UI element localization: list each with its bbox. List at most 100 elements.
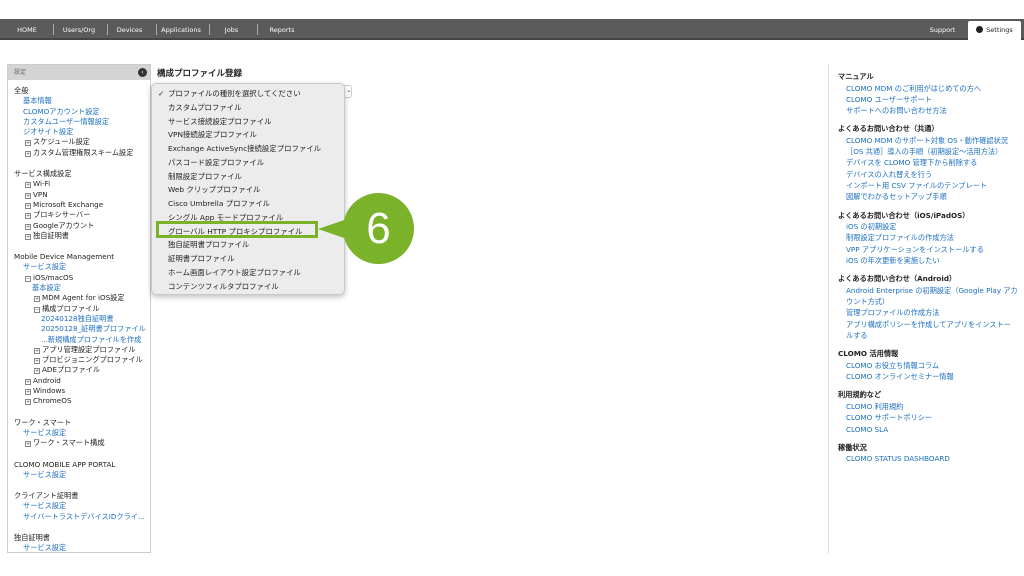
dropdown-option[interactable]: Cisco Umbrella プロファイル [152, 197, 344, 211]
sidebar-item[interactable]: −構成プロファイル [14, 304, 150, 314]
dropdown-option[interactable]: VPN接続設定プロファイル [152, 128, 344, 142]
nav-settings-tab[interactable]: Settings [968, 21, 1021, 42]
expand-icon[interactable]: + [25, 378, 31, 385]
chevron-down-icon[interactable]: ⌄ [346, 87, 352, 94]
dropdown-option[interactable]: コンテンツフィルタプロファイル [152, 280, 344, 294]
help-link[interactable]: Android Enterprise の初期設定（Google Play アカウ… [846, 285, 1018, 307]
option-label: 制限設定プロファイル [168, 171, 242, 181]
help-link[interactable]: 管理プロファイルの作成方法 [846, 308, 940, 318]
dropdown-option[interactable]: 制限設定プロファイル [152, 170, 344, 184]
expand-icon[interactable]: + [34, 296, 40, 303]
expand-icon[interactable]: + [25, 223, 31, 230]
expand-icon[interactable]: + [25, 233, 31, 240]
expand-icon[interactable]: + [25, 182, 31, 189]
sidebar-item[interactable]: サービス設定 [14, 262, 150, 272]
sidebar-item[interactable]: +プロビジョニングプロファイル [14, 355, 150, 365]
dropdown-option[interactable]: ホーム画面レイアウト設定プロファイル [152, 266, 344, 280]
expand-icon[interactable]: + [34, 358, 40, 365]
help-link[interactable]: CLOMO オンラインセミナー情報 [846, 372, 954, 382]
sidebar-item[interactable]: +ワーク・スマート構成 [14, 438, 150, 448]
help-link[interactable]: CLOMO ユーザーサポート [846, 94, 932, 104]
expand-icon[interactable]: + [25, 399, 31, 406]
help-link[interactable]: iOS の初期設定 [846, 222, 897, 232]
sidebar-item[interactable]: 20240128独自証明書 [14, 314, 150, 324]
expand-icon[interactable]: + [25, 202, 31, 209]
help-section-title: CLOMO 活用情報 [838, 349, 899, 359]
sidebar-item[interactable]: 基本設定 [14, 283, 150, 293]
sidebar-item-label: プロビジョニングプロファイル [42, 355, 143, 365]
expand-icon[interactable]: + [25, 441, 31, 448]
help-link[interactable]: サポートへのお問い合わせ方法 [846, 106, 947, 116]
sidebar-item[interactable]: サイバートラストデバイスIDクライ... [14, 512, 150, 522]
dropdown-option[interactable]: Exchange ActiveSync接続設定プロファイル [152, 142, 344, 156]
nav-support[interactable]: Support [929, 26, 956, 34]
expand-icon[interactable]: + [25, 192, 31, 199]
dropdown-option[interactable]: 証明書プロファイル [152, 252, 344, 266]
expand-icon[interactable]: + [25, 213, 31, 220]
nav-applications[interactable]: Applications [161, 26, 201, 34]
help-link[interactable]: iOS の年次更新を実施したい [846, 256, 940, 266]
collapse-sidebar-icon[interactable]: ‹ [138, 68, 147, 77]
nav-home[interactable]: HOME [17, 26, 37, 34]
sidebar-item[interactable]: 20250128_証明書プロファイル [14, 324, 150, 334]
nav-jobs[interactable]: Jobs [224, 26, 239, 34]
dropdown-option[interactable]: Web クリッププロファイル [152, 183, 344, 197]
expand-icon[interactable]: + [34, 347, 40, 354]
sidebar-item[interactable]: サービス設定 [14, 428, 150, 438]
sidebar-item[interactable]: +カスタム管理権限スキーム設定 [14, 148, 150, 158]
sidebar-item[interactable]: +Googleアカウント [14, 221, 150, 231]
sidebar-item[interactable]: +スケジュール設定 [14, 137, 150, 147]
help-link[interactable]: CLOMO MDM のサポート対象 OS・動作確認状況 [846, 135, 1008, 145]
help-link[interactable]: CLOMO SLA [846, 424, 889, 434]
sidebar-item[interactable]: +Windows [14, 386, 150, 396]
help-link[interactable]: VPP アプリケーションをインストールする [846, 244, 984, 254]
nav-devices[interactable]: Devices [116, 26, 143, 34]
sidebar-item[interactable]: ...新規構成プロファイルを作成 [14, 335, 150, 345]
sidebar-item[interactable]: サービス設定 [14, 543, 150, 553]
help-link[interactable]: デバイスを CLOMO 管理下から削除する [846, 158, 978, 168]
help-link[interactable]: デバイスの入れ替えを行う [846, 169, 933, 179]
sidebar-item[interactable]: +ChromeOS [14, 396, 150, 406]
collapse-icon[interactable]: − [25, 275, 31, 282]
help-link[interactable]: CLOMO お役立ち情報コラム [846, 360, 940, 370]
sidebar-item[interactable]: +VPN [14, 190, 150, 200]
sidebar-item[interactable]: ジオサイト設定 [14, 127, 150, 137]
help-link[interactable]: CLOMO 利用規約 [846, 401, 904, 411]
sidebar-item[interactable]: +アプリ管理設定プロファイル [14, 345, 150, 355]
nav-usersorg[interactable]: Users/Org [62, 26, 96, 34]
sidebar-item[interactable]: カスタムユーザー情報設定 [14, 117, 150, 127]
expand-icon[interactable]: + [25, 389, 31, 396]
sidebar-item[interactable]: +Android [14, 376, 150, 386]
dropdown-option[interactable]: サービス接続設定プロファイル [152, 115, 344, 129]
sidebar-item[interactable]: −iOS/macOS [14, 273, 150, 283]
dropdown-option[interactable]: ✓プロファイルの種別を選択してください [152, 87, 344, 101]
nav-reports[interactable]: Reports [269, 26, 295, 34]
help-link[interactable]: CLOMO STATUS DASHBOARD [846, 454, 950, 464]
sidebar-item[interactable]: +Wi-Fi [14, 179, 150, 189]
collapse-icon[interactable]: − [34, 306, 40, 313]
sidebar-item[interactable]: +ADEプロファイル [14, 365, 150, 375]
help-link[interactable]: 図解でわかるセットアップ手順 [846, 192, 947, 202]
expand-icon[interactable]: + [25, 150, 31, 157]
sidebar-item[interactable]: 基本情報 [14, 96, 150, 106]
help-link[interactable]: ［OS 共通］導入の手順（初期設定〜活用方法） [846, 147, 1003, 157]
help-link[interactable]: インポート用 CSV ファイルのテンプレート [846, 181, 988, 191]
sidebar-item[interactable]: CLOMOアカウント設定 [14, 107, 150, 117]
dropdown-option[interactable]: カスタムプロファイル [152, 101, 344, 115]
sidebar-item[interactable]: +プロキシサーバー [14, 210, 150, 220]
sidebar-item[interactable]: +MDM Agent for iOS設定 [14, 293, 150, 303]
help-link[interactable]: 制限設定プロファイルの作成方法 [846, 233, 954, 243]
sidebar-item[interactable]: サービス設定 [14, 501, 150, 511]
expand-icon[interactable]: + [34, 368, 40, 375]
help-link[interactable]: CLOMO サポートポリシー [846, 413, 933, 423]
dropdown-option[interactable]: シングル App モードプロファイル [152, 211, 344, 225]
dropdown-option[interactable]: パスコード設定プロファイル [152, 156, 344, 170]
dropdown-option[interactable]: グローバル HTTP プロキシプロファイル [152, 225, 344, 239]
expand-icon[interactable]: + [25, 140, 31, 147]
help-link[interactable]: CLOMO MDM のご利用がはじめての方へ [846, 83, 982, 93]
dropdown-option[interactable]: 独自証明書プロファイル [152, 238, 344, 252]
sidebar-item[interactable]: +独自証明書 [14, 231, 150, 241]
help-link[interactable]: アプリ構成ポリシーを作成してアプリをインストールする [846, 319, 1011, 341]
sidebar-item[interactable]: +Microsoft Exchange [14, 200, 150, 210]
sidebar-item[interactable]: サービス設定 [14, 470, 150, 480]
